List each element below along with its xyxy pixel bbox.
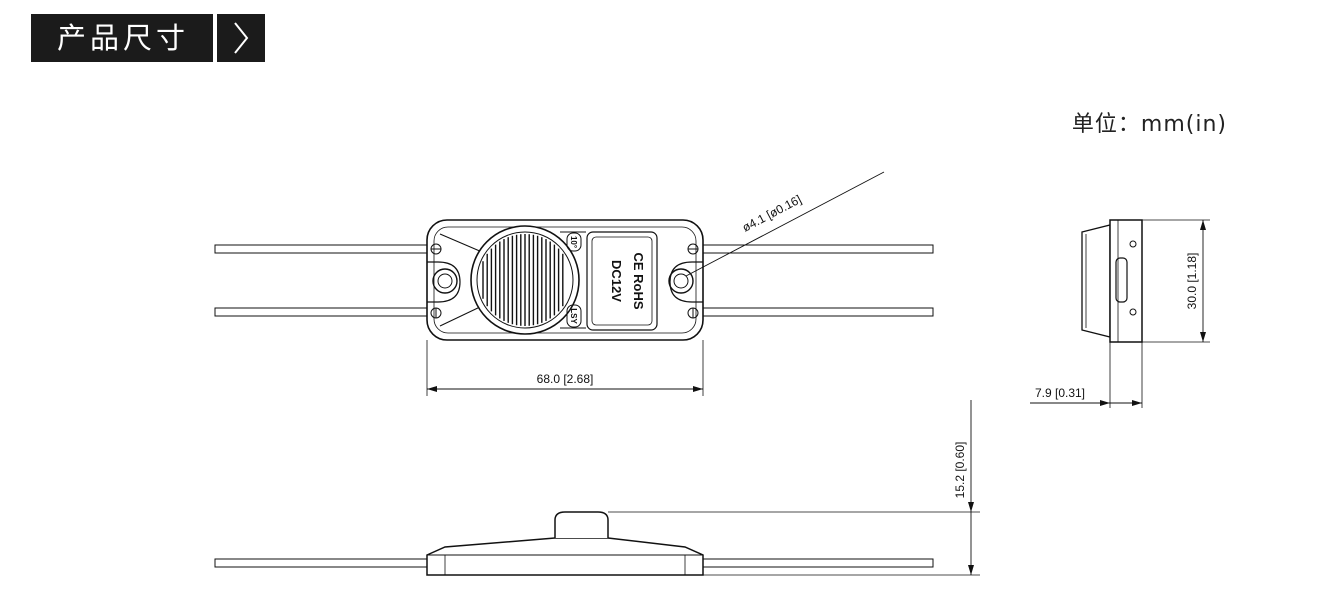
width-dimension: 30.0 [1.18] xyxy=(1185,253,1199,310)
chevron-right-icon[interactable] xyxy=(217,14,265,62)
section-header: 产品尺寸图 xyxy=(31,14,265,103)
wire-left-bottom xyxy=(214,307,428,317)
top-view: DC12V CE RoHS 10° LSY ø4.1 [ø0.16] 68.0 … xyxy=(214,171,934,396)
label-plate xyxy=(586,231,658,331)
hole-leader-line xyxy=(685,171,885,277)
thickness-dimension: 7.9 [0.31] xyxy=(1035,386,1085,400)
mount-hole-left xyxy=(432,268,458,294)
side-view: 30.0 [1.18] 7.9 [0.31] xyxy=(1030,219,1210,408)
page-title: 产品尺寸图 xyxy=(31,14,213,103)
unit-label: 单位：mm(in) xyxy=(1071,112,1227,137)
length-dimension: 68.0 [2.68] xyxy=(537,372,594,386)
wire-front-left xyxy=(214,558,428,568)
mount-hole-right xyxy=(668,268,694,294)
front-view: 15.2 [0.60] xyxy=(214,400,980,576)
hole-dimension: ø4.1 [ø0.16] xyxy=(740,192,804,234)
wire-left-top xyxy=(214,244,428,254)
angle-mark: 10° xyxy=(569,236,578,248)
compliance-mark: CE RoHS xyxy=(631,252,646,309)
wire-front-right xyxy=(702,558,934,568)
wire-right-bottom xyxy=(702,307,934,317)
voltage-mark: DC12V xyxy=(609,260,624,302)
brand-mark: LSY xyxy=(569,308,578,324)
height-dimension: 15.2 [0.60] xyxy=(953,442,967,499)
header-divider xyxy=(213,14,217,62)
